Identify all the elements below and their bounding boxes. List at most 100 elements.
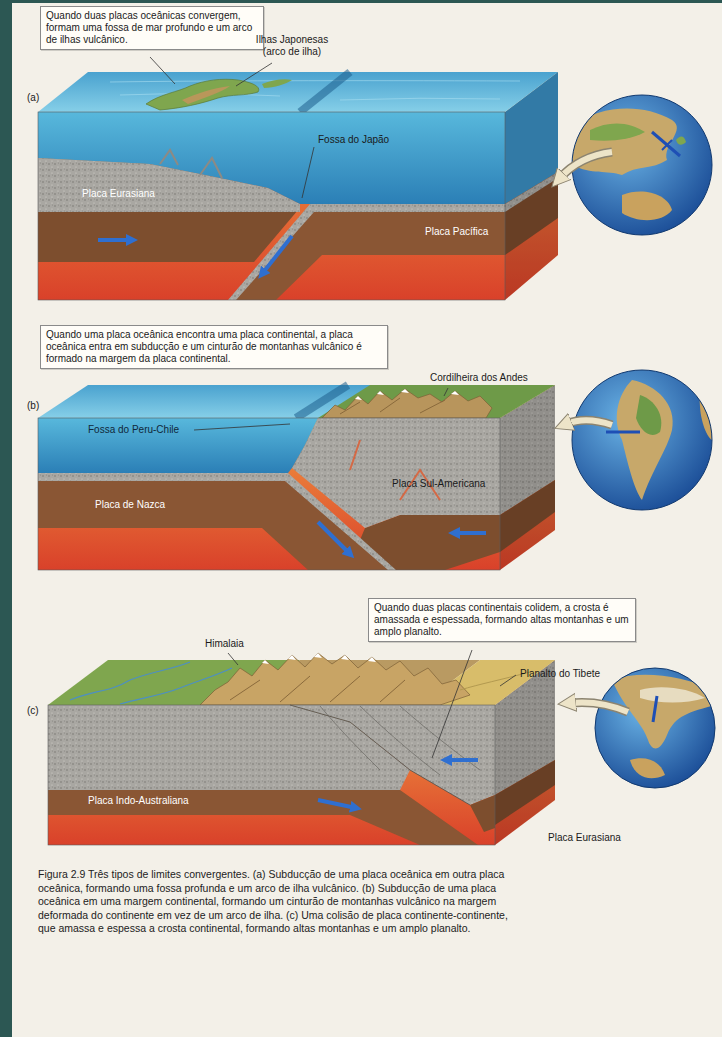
- ocean-continent-block-part: [451, 391, 459, 395]
- ocean-ocean-block-part: [262, 236, 292, 274]
- callout-text: Quando uma placa oceânica encontra uma p…: [46, 329, 382, 365]
- ocean-ocean-block-part: [160, 150, 222, 178]
- leader-line-part: [150, 57, 175, 84]
- part-label: Fossa do Peru-Chile: [88, 424, 179, 436]
- continent-continent-block-part: [48, 705, 495, 845]
- ocean-ocean-block-part: [38, 112, 505, 300]
- leader-line: [150, 57, 516, 758]
- ocean-ocean-block-part: [38, 112, 505, 300]
- ocean-ocean-block-part: [505, 72, 558, 300]
- leader-line-part: [228, 653, 238, 665]
- part-label: Placa de Nazca: [95, 499, 165, 511]
- globe-part-part: [622, 191, 672, 220]
- continent-continent-block-part: [290, 705, 495, 805]
- ocean-ocean-block-part: [182, 86, 230, 104]
- leader-line-part: [432, 650, 472, 758]
- continent-continent-block-part: [460, 672, 530, 690]
- globe-part: [595, 668, 715, 788]
- ocean-continent-block-part: [322, 389, 492, 418]
- locator-arrow-part: [570, 702, 628, 712]
- globe-part-part: [636, 395, 661, 435]
- globe-part: [572, 95, 712, 235]
- callout-box: Quando uma placa oceânica encontra uma p…: [40, 325, 388, 369]
- callout-box: Quando duas placas continentais colidem,…: [368, 598, 636, 642]
- ocean-continent-block-part: [318, 522, 350, 554]
- panel-letter: (a): [27, 92, 39, 104]
- ocean-ocean-block-part: [228, 204, 505, 300]
- ocean-continent-block-part: [340, 398, 445, 414]
- page-frame-part: [0, 0, 12, 1037]
- globe-part: [572, 95, 712, 235]
- ocean-continent-block-part: [38, 418, 318, 473]
- ocean-continent-block-part: [350, 440, 440, 500]
- globe-part: [662, 140, 672, 150]
- ocean-continent-block-part: [454, 531, 486, 535]
- globe-part-part: [630, 758, 665, 778]
- locator-arrow-part: [560, 152, 612, 178]
- globe-part: [572, 370, 712, 510]
- ocean-continent-block-part: [377, 391, 384, 395]
- ocean-ocean-block-part: [505, 72, 558, 300]
- leader-line-part: [302, 147, 314, 198]
- ocean-ocean-block: [38, 72, 558, 300]
- leader-line-part: [236, 63, 272, 86]
- globe-part: [612, 675, 715, 778]
- continent-continent-block-part: [320, 706, 480, 775]
- continent-continent-block-part: [470, 795, 495, 832]
- ocean-continent-block-part: [38, 418, 500, 570]
- locator-arrow-part: [560, 152, 612, 178]
- leader-line-part: [500, 675, 516, 686]
- ocean-continent-block-part: [292, 418, 500, 528]
- leader-line-part: [444, 388, 448, 396]
- ocean-continent-block-part: [38, 385, 372, 418]
- continent-continent-block-part: [262, 660, 269, 664]
- ocean-ocean-block-part: [300, 72, 350, 112]
- continent-continent-block-part: [48, 790, 478, 845]
- continent-continent-block-part: [368, 657, 376, 662]
- ocean-continent-block-part: [318, 385, 555, 418]
- figure-caption: Figura 2.9 Três tipos de limites converg…: [38, 868, 516, 936]
- globe-part: [595, 668, 715, 788]
- continent-continent-block-part: [318, 800, 356, 808]
- part-label: Placa Eurasiana: [82, 188, 155, 200]
- locator-arrow-part: [566, 420, 612, 425]
- part-label: Ilhas Japonesas (arco de ilha): [246, 34, 338, 58]
- globe-part: [606, 431, 640, 434]
- continent-continent-block-part: [314, 653, 322, 658]
- part-label: Cordilheira dos Andes: [430, 372, 528, 384]
- continent-continent-block-part: [230, 676, 405, 702]
- ocean-ocean-block-part: [38, 205, 298, 262]
- ocean-continent-block-part: [355, 396, 362, 400]
- globe-part: [617, 380, 716, 500]
- locator-arrow-part: [566, 420, 612, 425]
- part-label: Fossa do Japão: [318, 134, 389, 146]
- ocean-ocean-block-part: [262, 79, 292, 88]
- globe-part-part: [640, 687, 705, 702]
- ocean-ocean-block-part: [38, 112, 505, 204]
- globe-part: [572, 109, 686, 221]
- globe-part-part: [617, 380, 673, 500]
- ocean-continent-block-part: [38, 418, 500, 570]
- continent-continent-block-part: [446, 758, 478, 762]
- page-frame-part: [0, 0, 722, 3]
- ocean-continent-block: [38, 385, 555, 570]
- continent-continent-block: [48, 653, 555, 845]
- ocean-ocean-block-part: [38, 72, 558, 112]
- callout-box: Quando duas placas oceânicas convergem, …: [40, 6, 264, 50]
- leader-line-part: [194, 424, 290, 430]
- globe-part: [572, 370, 712, 510]
- continent-continent-block-part: [288, 655, 296, 660]
- ocean-ocean-block-part: [98, 238, 132, 242]
- globe: [572, 370, 716, 510]
- locator-arrow-part: [570, 702, 628, 712]
- continent-continent-block-part: [341, 655, 349, 660]
- ocean-ocean-block-part: [146, 79, 259, 110]
- part-label: Placa Pacífica: [425, 226, 488, 238]
- panel-letter: (b): [27, 400, 39, 412]
- globe: [595, 668, 715, 788]
- part-label: Planalto do Tibete: [520, 668, 600, 680]
- callout-text: Quando duas placas continentais colidem,…: [374, 602, 630, 638]
- continent-continent-block-part: [48, 705, 495, 845]
